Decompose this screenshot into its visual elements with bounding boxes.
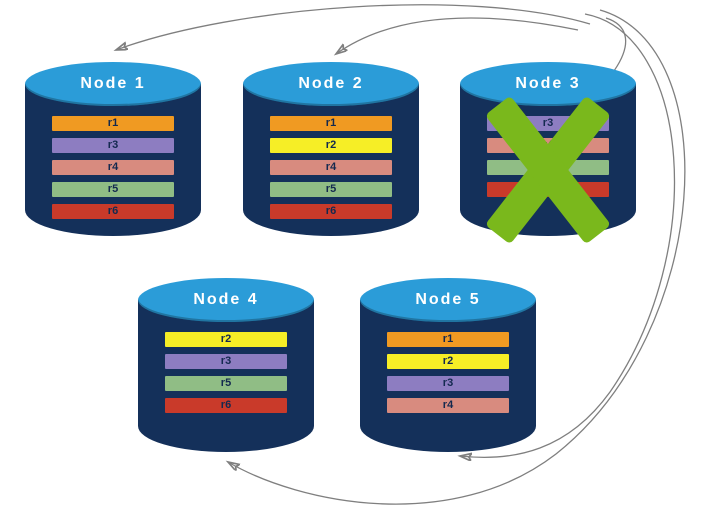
replica-bar: r3 [387,376,509,391]
replica-bar: r5 [487,160,609,175]
replica-bar: r2 [270,138,392,153]
replica-bar: r4 [52,160,174,175]
node-4-replicas: r2 r3 r5 r6 [165,332,287,420]
replica-bar: r5 [270,182,392,197]
replica-bar: r6 [165,398,287,413]
node-5: Node 5 r1 r2 r3 r4 [360,278,536,452]
replica-bar: r4 [387,398,509,413]
replica-bar: r4 [270,160,392,175]
arrow-node3-to-node1 [116,4,591,50]
node-5-replicas: r1 r2 r3 r4 [387,332,509,420]
replica-bar: r5 [52,182,174,197]
replica-bar: r2 [165,332,287,347]
node-3-title: Node 3 [460,62,636,106]
replica-bar: r6 [270,204,392,219]
replica-bar: r5 [165,376,287,391]
replica-bar: r3 [487,116,609,131]
node-1-replicas: r1 r3 r4 r5 r6 [52,116,174,226]
replica-bar: r4 [487,138,609,153]
replica-bar: r2 [387,354,509,369]
node-5-label: Node 5 [415,291,481,308]
node-2: Node 2 r1 r2 r4 r5 r6 [243,62,419,236]
node-5-title: Node 5 [360,278,536,322]
node-4-title: Node 4 [138,278,314,322]
replica-bar: r6 [487,182,609,197]
node-4: Node 4 r2 r3 r5 r6 [138,278,314,452]
replica-bar: r3 [165,354,287,369]
node-1-title: Node 1 [25,62,201,106]
node-1-label: Node 1 [80,75,146,92]
node-2-title: Node 2 [243,62,419,106]
arrow-node3-to-node2 [336,17,579,54]
replica-bar: r3 [52,138,174,153]
replica-bar: r1 [270,116,392,131]
node-2-label: Node 2 [298,75,364,92]
node-2-replicas: r1 r2 r4 r5 r6 [270,116,392,226]
node-3: Node 3 r3 r4 r5 r6 [460,62,636,245]
node-3-replicas: r3 r4 r5 r6 [487,116,609,204]
replica-bar: r6 [52,204,174,219]
node-3-label: Node 3 [515,75,581,92]
replica-bar: r1 [52,116,174,131]
node-4-label: Node 4 [193,291,259,308]
replica-bar: r1 [387,332,509,347]
node-1: Node 1 r1 r3 r4 r5 r6 [25,62,201,236]
